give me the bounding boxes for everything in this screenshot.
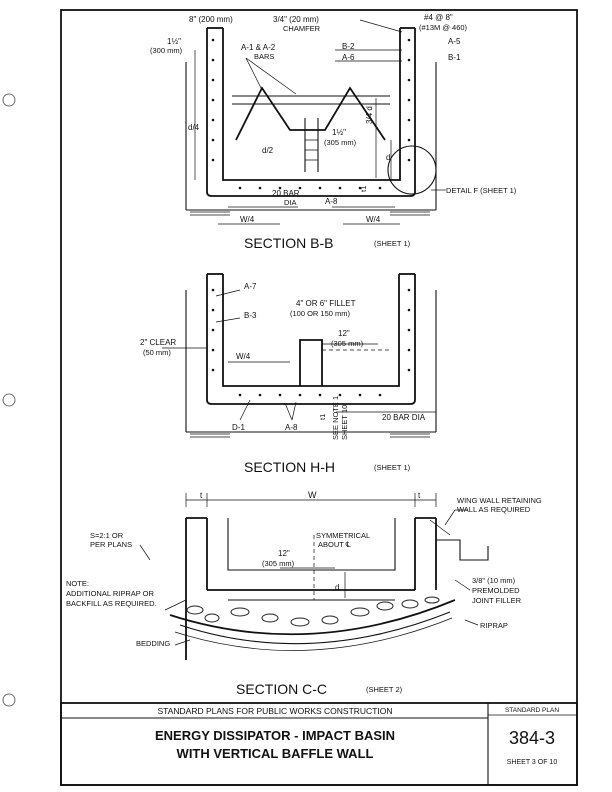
hh-see-note: SEE NOTE 1 <box>331 396 340 440</box>
hh-20bar-label: 20 BAR DIA <box>382 413 426 422</box>
bb-center-label: 1½" <box>332 128 346 137</box>
hh-w4-label: W/4 <box>236 352 251 361</box>
cc-d-label: d <box>335 583 339 592</box>
cc-joint-size: 3/8" (10 mm) <box>472 576 516 585</box>
bb-chamfer-size: 3/4" (20 mm) <box>273 15 319 24</box>
bb-a1-a2-label: A-1 & A-2 <box>241 43 276 52</box>
cc-note-line2: BACKFILL AS REQUIRED. <box>66 599 157 608</box>
cc-note-line1: ADDITIONAL RIPRAP OR <box>66 589 155 598</box>
bb-a6-label: A-6 <box>342 53 355 62</box>
sheet-number: SHEET 3 OF 10 <box>507 759 558 766</box>
hh-see-sheet: SHEET 10 <box>340 405 349 440</box>
hh-a8-label: A-8 <box>285 423 298 432</box>
section-bb <box>185 19 446 225</box>
sheet-border <box>60 9 578 786</box>
cc-note-title: NOTE: <box>66 579 89 588</box>
bb-a8-label: A-8 <box>325 197 338 206</box>
bb-section-title: SECTION B-B <box>244 235 333 251</box>
bb-b2-label: B-2 <box>342 42 355 51</box>
bb-t1-label: t1 <box>359 186 368 192</box>
hh-center-metric: (305 mm) <box>331 339 364 348</box>
cc-wing-wall-1: WING WALL RETAINING <box>457 496 542 505</box>
cc-riprap-label: RIPRAP <box>480 621 508 630</box>
cc-about-cl: ABOUT ℄ <box>318 540 352 549</box>
binder-hole-middle <box>2 393 16 407</box>
bb-bar-spacing: #4 @ 8" <box>424 13 453 22</box>
section-hh <box>162 273 437 438</box>
section-cc <box>139 493 489 660</box>
binder-hole-bottom <box>2 693 16 707</box>
bb-d-label: d <box>386 153 390 162</box>
bb-center-metric: (305 mm) <box>324 138 357 147</box>
cc-w-label: W <box>308 490 317 500</box>
bb-b1-label: B-1 <box>448 53 461 62</box>
bb-w4-left: W/4 <box>240 215 255 224</box>
cc-sheet-ref: (SHEET 2) <box>366 685 403 694</box>
bb-detail-ref: DETAIL F (SHEET 1) <box>446 186 517 195</box>
hh-fillet-label: 4" OR 6" FILLET <box>296 299 356 308</box>
bb-w4-right: W/4 <box>366 215 381 224</box>
binder-hole-top <box>2 93 16 107</box>
cc-symmetrical: SYMMETRICAL <box>316 531 370 540</box>
bb-bar-spacing-metric: (#13M @ 460) <box>419 23 468 32</box>
bb-dia-label: DIA <box>284 198 297 207</box>
cc-slope-1: S=2:1 OR <box>90 531 124 540</box>
cc-center-label: 12" <box>278 549 290 558</box>
title-block-header: STANDARD PLANS FOR PUBLIC WORKS CONSTRUC… <box>157 706 392 716</box>
cc-bedding-label: BEDDING <box>136 639 170 648</box>
bb-d4-label: d/4 <box>188 123 200 132</box>
hh-center-label: 12" <box>338 329 350 338</box>
cc-center-metric: (305 mm) <box>262 559 295 568</box>
hh-b3-label: B-3 <box>244 311 257 320</box>
cc-joint-premolded: PREMOLDED <box>472 586 520 595</box>
bb-sheet-ref: (SHEET 1) <box>374 239 411 248</box>
cc-section-title: SECTION C-C <box>236 681 327 697</box>
cc-t-right: t <box>418 491 421 500</box>
hh-fillet-metric: (100 OR 150 mm) <box>290 309 351 318</box>
standard-plan-number: 384-3 <box>509 728 555 748</box>
hh-clear-metric: (50 mm) <box>143 348 171 357</box>
cc-wing-wall-2: WALL AS REQUIRED <box>457 505 531 514</box>
drawing-title-line1: ENERGY DISSIPATOR - IMPACT BASIN <box>155 728 395 743</box>
title-block <box>60 702 578 786</box>
bb-d2-label: d/2 <box>262 146 274 155</box>
cc-t-left: t <box>200 491 203 500</box>
bb-bars-label: BARS <box>254 52 274 61</box>
hh-t1-label: t1 <box>318 414 327 420</box>
standard-plan-label: STANDARD PLAN <box>505 707 559 714</box>
bb-top-width: 8" (200 mm) <box>189 15 233 24</box>
bb-20bar-label: 20 BAR <box>272 189 300 198</box>
drawing-title-line2: WITH VERTICAL BAFFLE WALL <box>177 746 374 761</box>
bb-height-label: 1½" <box>167 37 181 46</box>
bb-chamfer-label: CHAMFER <box>283 24 321 33</box>
cc-joint-filler: JOINT FILLER <box>472 596 522 605</box>
hh-clear-label: 2" CLEAR <box>140 338 176 347</box>
bb-three-quarter-d: 3/4 d <box>365 106 374 124</box>
hh-section-title: SECTION H-H <box>244 459 335 475</box>
bb-a5-label: A-5 <box>448 37 461 46</box>
hh-d1-label: D-1 <box>232 423 245 432</box>
hh-a7-label: A-7 <box>244 282 257 291</box>
cc-slope-2: PER PLANS <box>90 540 132 549</box>
hh-sheet-ref: (SHEET 1) <box>374 463 411 472</box>
bb-height-metric: (300 mm) <box>150 46 183 55</box>
